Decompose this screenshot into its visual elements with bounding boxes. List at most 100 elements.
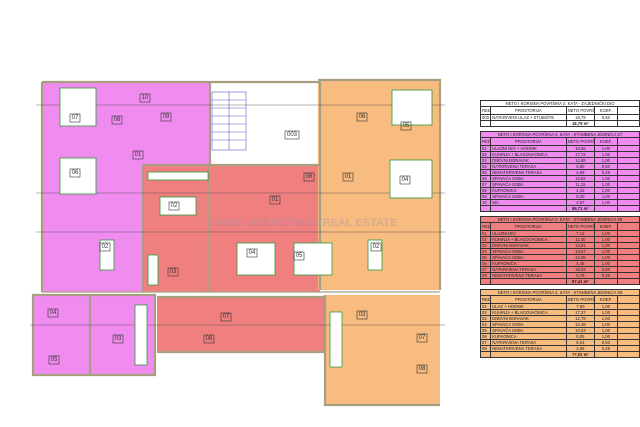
col-coef: KOEF. [594, 295, 618, 304]
svg-text:02: 02 [102, 244, 109, 250]
bed-s8-04 [236, 242, 276, 276]
svg-text:03: 03 [170, 269, 177, 275]
total-area: 18,79 m² [565, 120, 596, 127]
bed-s7-07 [59, 87, 97, 127]
col-no: RED. BR. [479, 137, 492, 146]
svg-text:01: 01 [345, 174, 352, 180]
svg-text:08: 08 [206, 336, 213, 342]
bed-s9-05 [391, 89, 433, 126]
label-s9-01: 01 [342, 172, 354, 182]
stairs [211, 91, 247, 151]
label-s8-02: 02 [168, 201, 180, 211]
label-s7-07: 07 [69, 113, 81, 123]
label-s8-08: 08 [203, 334, 215, 344]
svg-text:09: 09 [163, 114, 170, 120]
label-003: 003 [284, 130, 300, 140]
svg-text:02: 02 [373, 244, 380, 250]
label-s9-05: 05 [400, 121, 412, 131]
label-s8-03: 03 [167, 267, 179, 277]
svg-text:02: 02 [171, 203, 178, 209]
room-labels: 07 06 08 09 10 01 02 03 04 05 003 01 02 … [47, 93, 428, 374]
svg-text:08: 08 [419, 366, 426, 372]
bed-s7-06 [59, 157, 97, 195]
svg-text:06: 06 [72, 170, 79, 176]
table-unit-s8: NETO I KORISNA POVRŠINA 2. KATA - STAMBE… [479, 216, 640, 285]
label-s7-08: 08 [111, 115, 123, 125]
svg-text:04: 04 [50, 310, 57, 316]
bed-s8-05 [293, 242, 333, 276]
svg-text:08: 08 [114, 117, 121, 123]
table-s8-02 [159, 196, 197, 216]
col-area: NETO POVRŠINA [565, 137, 596, 146]
sofa-s7-03 [134, 304, 148, 366]
col-no: RED. BR. [479, 106, 492, 115]
label-s9-06: 06 [356, 112, 368, 122]
svg-text:01: 01 [135, 152, 142, 158]
table-unit-s7: NETO I KORISNA POVRŠINA 2. KATA - STAMBE… [479, 131, 640, 212]
table-title: NETO I KORISNA POVRŠINA 2. KATA - STAMBE… [480, 216, 640, 223]
label-s8-04: 04 [246, 248, 258, 258]
label-s9-03: 03 [356, 310, 368, 320]
svg-text:03: 03 [115, 336, 122, 342]
total-row: 77,02 m² [479, 351, 640, 358]
sofa-s8-03 [147, 254, 159, 286]
col-area: NETO POVRŠINA [565, 295, 596, 304]
table-s7-02 [99, 239, 115, 271]
label-s7-06: 06 [69, 168, 81, 178]
col-no: RED. BR. [479, 222, 492, 231]
table-common-area: NETO I KORISNA POVRŠINA 2. KATA - ZAJEDN… [479, 100, 640, 127]
label-s8-06: 06 [303, 172, 315, 182]
label-s9-02: 02 [370, 242, 382, 252]
svg-text:06: 06 [306, 174, 313, 180]
col-no: RED. BR. [479, 295, 492, 304]
unit-s8 [143, 165, 320, 292]
svg-text:06: 06 [359, 114, 366, 120]
total-row: 87,41 m² [479, 278, 640, 285]
label-s7-03: 03 [112, 334, 124, 344]
label-s8-07: 07 [220, 312, 232, 322]
col-room: PROSTORIJA [490, 106, 567, 115]
svg-text:04: 04 [402, 177, 409, 183]
walls [31, 78, 442, 407]
col-coef: KOEF. [594, 106, 618, 115]
label-s7-02: 02 [99, 242, 111, 252]
svg-text:07: 07 [72, 115, 79, 121]
col-coef: KOEF. [594, 222, 618, 231]
svg-text:10: 10 [142, 95, 149, 101]
label-s7-10: 10 [139, 93, 151, 103]
svg-text:05: 05 [296, 253, 303, 259]
svg-text:03: 03 [359, 312, 366, 318]
table-unit-s9: NETO I KORISNA POVRŠINA 2. KATA - STAMBE… [479, 289, 640, 358]
svg-text:07: 07 [419, 335, 426, 341]
col-coef: KOEF. [594, 137, 618, 146]
svg-text:04: 04 [249, 250, 256, 256]
svg-text:01: 01 [272, 197, 279, 203]
unit-s9-lower [325, 295, 440, 405]
col-room: PROSTORIJA [490, 137, 567, 146]
table-title: NETO I KORISNA POVRŠINA 2. KATA - STAMBE… [480, 289, 640, 296]
furniture [59, 87, 433, 368]
svg-text:05: 05 [51, 357, 58, 363]
total-area: 86,71 m² [565, 205, 596, 212]
svg-text:003: 003 [287, 132, 298, 138]
table-title: NETO I KORISNA POVRŠINA 2. KATA - STAMBE… [480, 131, 640, 138]
floor-plan: NEMO NEKRETNINE REAL ESTATE 07 06 08 09 … [30, 78, 445, 407]
label-s8-05: 05 [293, 251, 305, 261]
col-room: PROSTORIJA [490, 295, 567, 304]
label-s9-04: 04 [399, 175, 411, 185]
stair-core [210, 80, 320, 165]
label-s7-04: 04 [47, 308, 59, 318]
table-s9-02 [367, 239, 383, 271]
col-area: NETO POVRŠINA [565, 106, 596, 115]
sofa-s9-03 [329, 311, 343, 368]
total-row: 86,71 m² [479, 205, 640, 212]
label-s9-07: 07 [416, 333, 428, 343]
total-area: 77,02 m² [565, 351, 596, 358]
label-s8-01: 01 [269, 195, 281, 205]
dimension-lines [30, 104, 445, 326]
total-area: 87,41 m² [565, 278, 596, 285]
